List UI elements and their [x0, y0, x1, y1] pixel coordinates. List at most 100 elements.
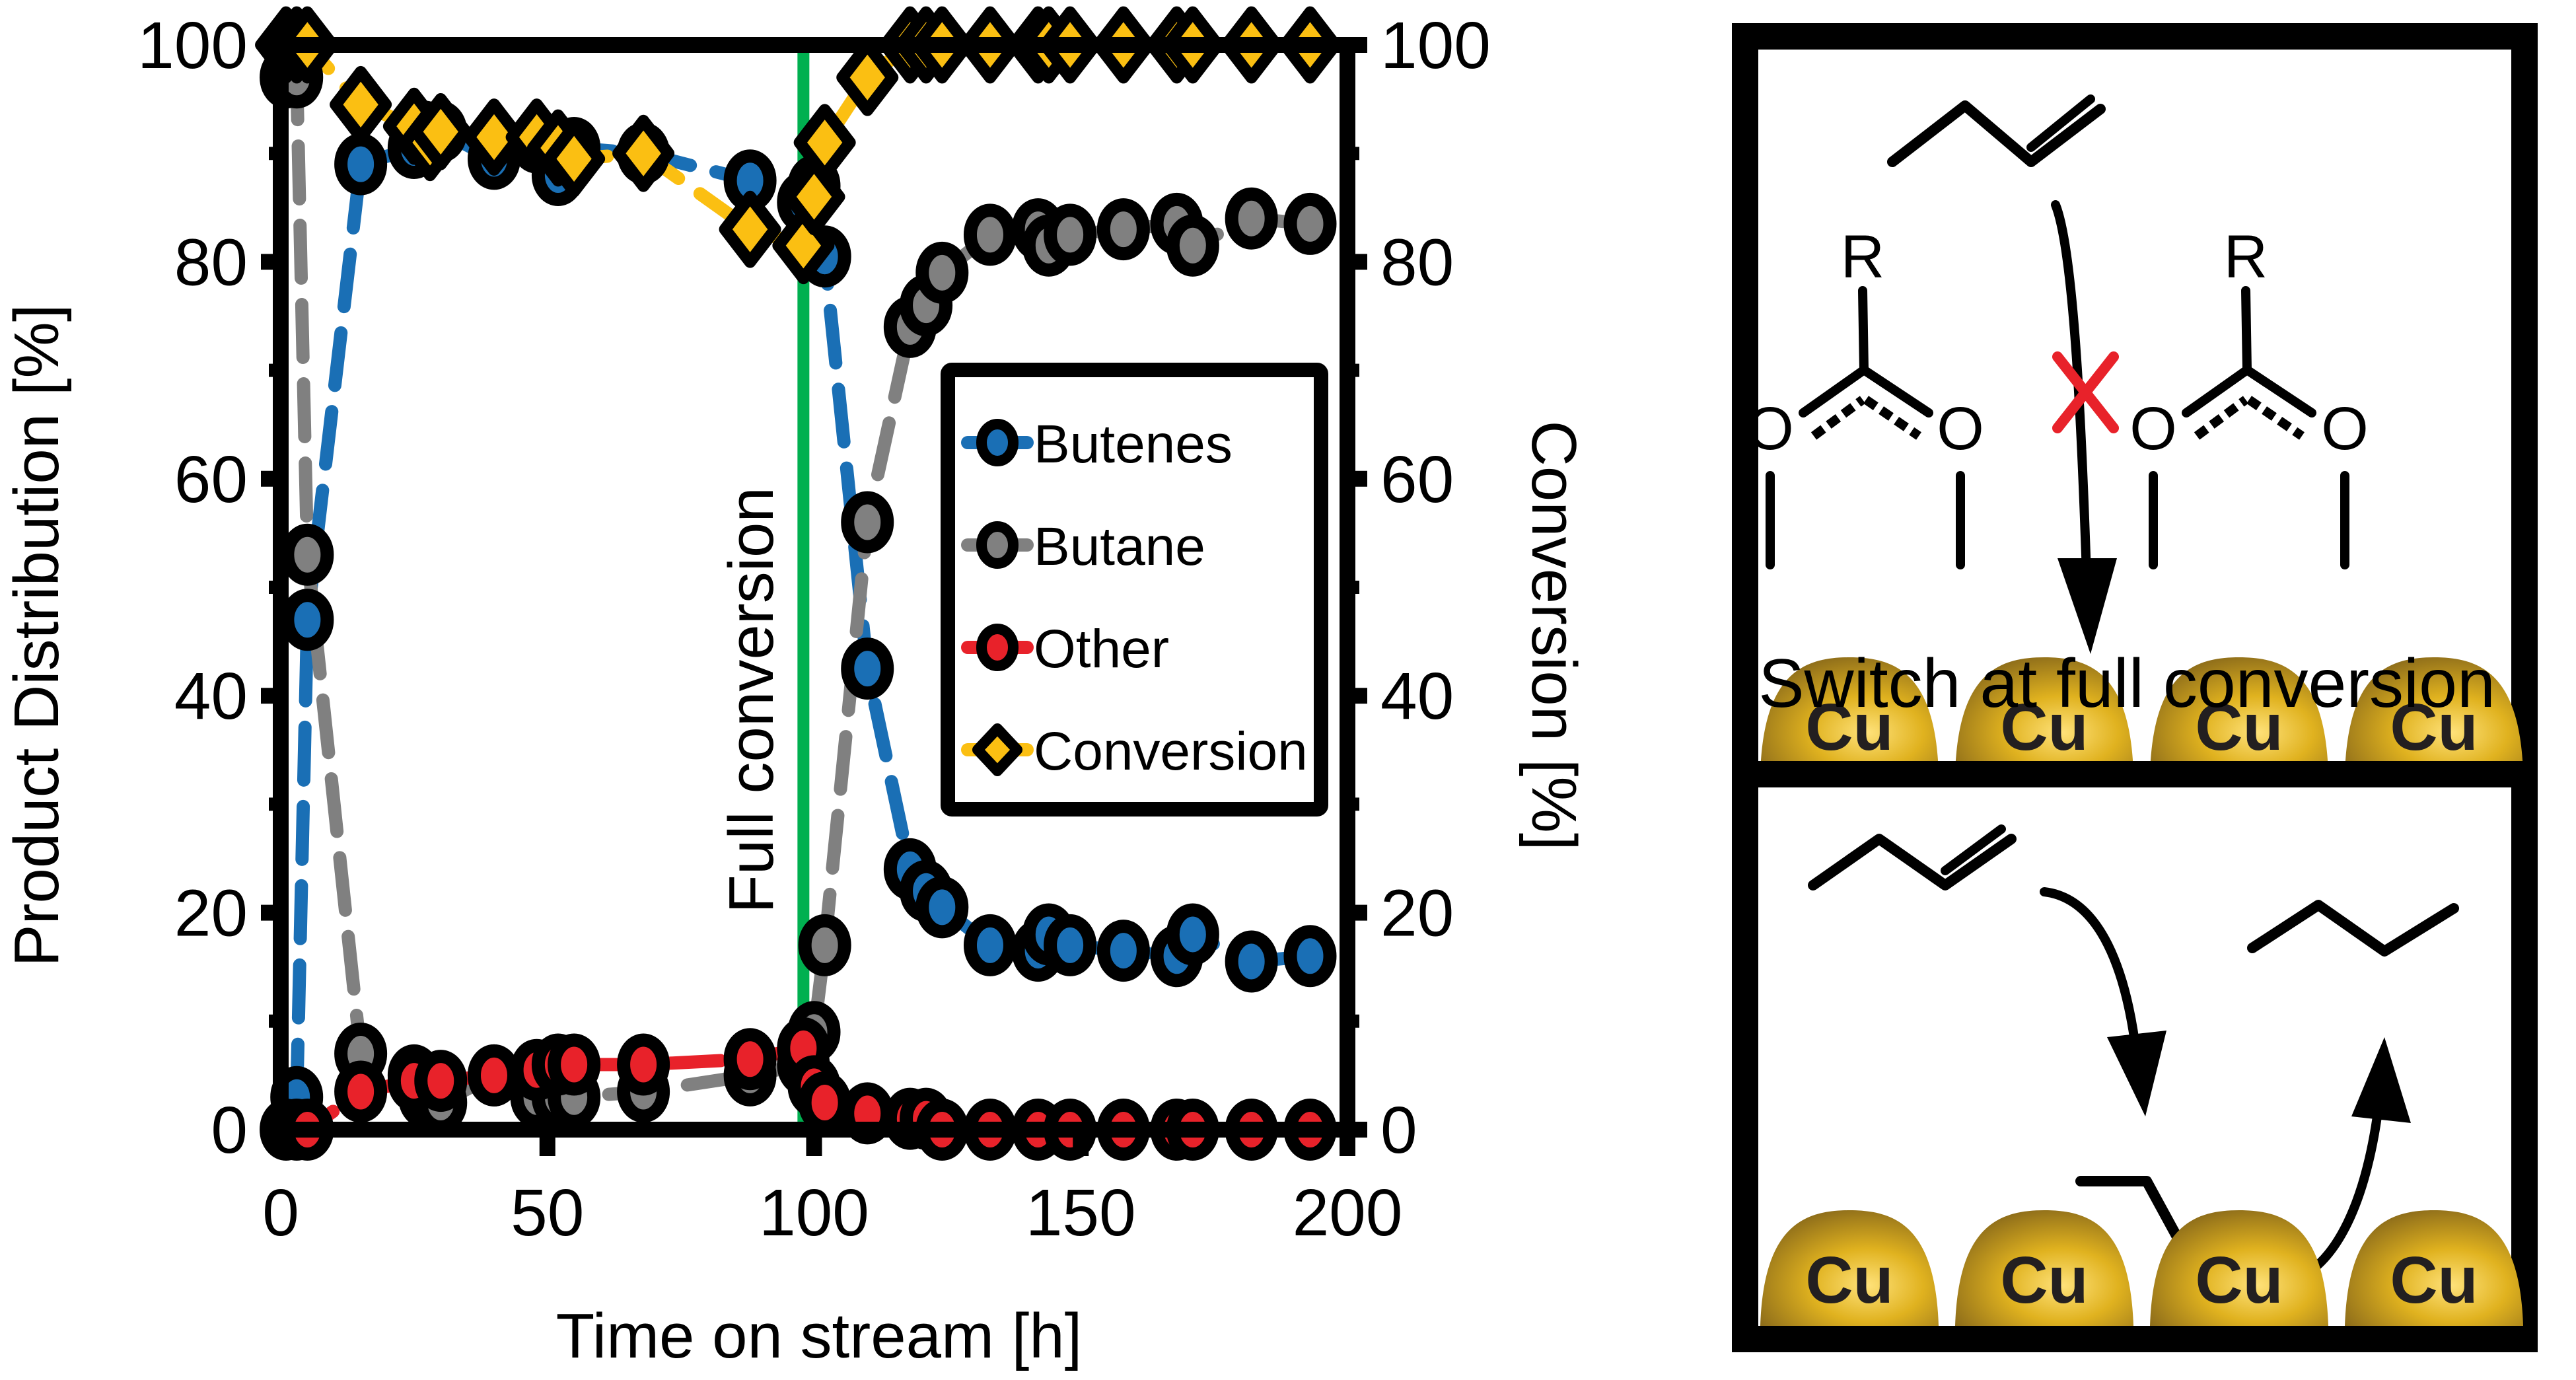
data-point-butane	[1283, 192, 1337, 255]
cu-label: Cu	[2195, 1243, 2283, 1317]
legend-label-conversion: Conversion	[1034, 721, 1308, 781]
cu-surface-top: Cu Cu Cu Cu	[1760, 657, 2523, 773]
full-conversion-label: Full conversion	[716, 487, 787, 914]
data-point-butenes	[1283, 925, 1337, 988]
adsorption-arrow-head	[2107, 1031, 2166, 1116]
x-tick-label: 100	[759, 1176, 869, 1250]
data-point-butenes	[1225, 930, 1278, 993]
data-point-conversion	[463, 98, 525, 176]
y2-axis-label: Conversion [%]	[1519, 421, 1589, 851]
top-panel: R O O R O O Cu Cu Cu Cu	[1732, 23, 2538, 799]
data-point-conversion	[836, 38, 899, 116]
data-point-butenes	[841, 637, 894, 700]
y-axis-label: Product Distribution [%]	[1, 304, 72, 966]
carboxylate-right: R O O	[2129, 223, 2369, 569]
legend-marker-other	[976, 624, 1019, 671]
x-tick-label: 200	[1293, 1176, 1403, 1250]
data-point-other	[548, 1033, 601, 1096]
data-point-butenes	[963, 914, 1017, 976]
x-tick-label: 50	[511, 1176, 584, 1250]
data-point-butane	[1096, 198, 1150, 261]
data-point-other	[798, 1071, 851, 1134]
data-point-butane	[841, 491, 894, 554]
data-point-conversion	[330, 65, 392, 143]
data-point-butenes	[915, 876, 969, 939]
cu-label: Cu	[2390, 690, 2478, 764]
data-point-butane	[798, 914, 851, 976]
data-point-butenes	[1044, 914, 1097, 976]
butene-molecule	[1808, 834, 2017, 890]
carboxylate-left: R O O	[1746, 223, 1984, 569]
red-x-icon	[2052, 351, 2119, 433]
data-point-butenes	[1166, 903, 1219, 966]
data-point-other	[414, 1050, 468, 1112]
oxygen-label: O	[2129, 395, 2177, 462]
switch-caption: Switch at full conversion	[1758, 645, 2495, 722]
adsorption-arrow	[2040, 887, 2141, 1062]
x-tick-label: 0	[262, 1176, 299, 1250]
cu-atom: Cu	[2345, 1210, 2523, 1326]
desorption-arrow-head	[2351, 1037, 2411, 1123]
data-point-other	[617, 1033, 670, 1096]
legend-label-butenes: Butenes	[1034, 414, 1233, 474]
data-point-other	[468, 1044, 520, 1107]
data-point-conversion	[719, 190, 781, 268]
cu-atom: Cu	[2150, 657, 2328, 773]
oxygen-label: O	[2321, 395, 2369, 462]
butene-double-bond	[1941, 824, 2006, 875]
data-point-conversion	[793, 104, 856, 182]
data-point-butenes	[1096, 920, 1150, 982]
cu-label: Cu	[2000, 1243, 2088, 1317]
data-point-butenes	[281, 589, 334, 651]
cu-atom: Cu	[2345, 657, 2523, 773]
y2-tick-label: 0	[1380, 1093, 1417, 1167]
data-point-butane	[281, 523, 334, 586]
cu-label: Cu	[2000, 690, 2088, 764]
cu-sphere	[1955, 657, 2133, 773]
cu-sphere	[1955, 1210, 2133, 1326]
data-point-conversion	[612, 114, 675, 192]
y-tick-label: 60	[174, 443, 248, 517]
x-axis-label: Time on stream [h]	[556, 1301, 1083, 1371]
r-label: R	[1841, 223, 1884, 291]
butene-molecule	[1887, 100, 2106, 167]
cu-atom: Cu	[1760, 1210, 1939, 1326]
cu-surface-bottom: Cu Cu Cu Cu	[1760, 1210, 2523, 1326]
y-tick-label: 40	[174, 659, 248, 733]
cu-label: Cu	[1805, 1243, 1893, 1317]
cu-atom: Cu	[1760, 657, 1939, 773]
x-tick-label: 150	[1026, 1176, 1136, 1250]
y2-tick-label: 60	[1380, 443, 1454, 517]
butene-double-bond	[2026, 94, 2095, 152]
cu-label: Cu	[1805, 690, 1893, 764]
cu-atom: Cu	[1955, 1210, 2133, 1326]
data-point-butenes	[334, 133, 388, 196]
y2-tick-label: 20	[1380, 877, 1454, 951]
legend-marker-butenes	[976, 419, 1019, 466]
oxygen-label: O	[1746, 395, 1794, 462]
y-tick-label: 20	[174, 877, 248, 951]
legend-marker-conversion	[972, 723, 1022, 776]
cu-sphere	[1760, 657, 1939, 773]
y-tick-label: 80	[174, 225, 248, 299]
y2-tick-label: 80	[1380, 225, 1454, 299]
data-point-butane	[1166, 214, 1219, 277]
bottom-panel: Cu Cu Cu Cu	[1732, 761, 2538, 1352]
cu-sphere	[2345, 657, 2523, 773]
data-point-butane	[1044, 203, 1097, 266]
data-point-other	[334, 1060, 388, 1123]
data-point-conversion	[410, 92, 472, 170]
data-point-butane	[963, 203, 1017, 266]
butane-molecule	[2247, 900, 2459, 957]
data-point-butane	[1225, 187, 1278, 250]
cu-sphere	[2345, 1210, 2523, 1326]
data-point-conversion	[543, 120, 606, 198]
r-label: R	[2224, 223, 2268, 291]
cu-atom: Cu	[1955, 657, 2133, 773]
cu-sphere	[2150, 1210, 2328, 1326]
cu-label: Cu	[2390, 1243, 2478, 1317]
y2-tick-label: 40	[1380, 659, 1454, 733]
